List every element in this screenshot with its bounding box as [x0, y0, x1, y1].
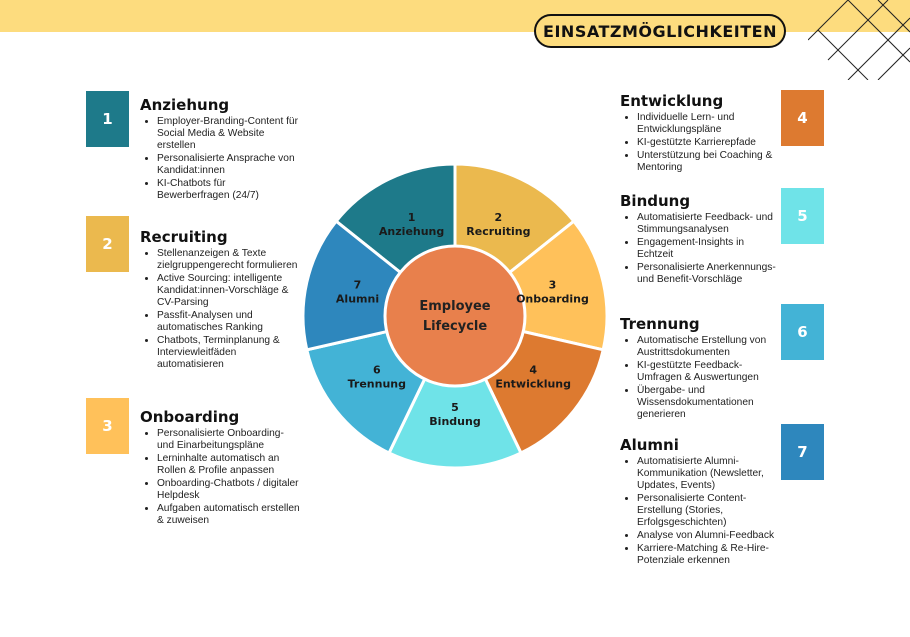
list-item: Lerninhalte automatisch an Rollen & Prof… [157, 453, 300, 477]
wheel-label-6: Trennung [348, 377, 406, 390]
section-anziehung: Anziehung Employer-Branding-Content für … [140, 96, 300, 203]
wheel-label-5: Bindung [429, 415, 480, 428]
section-entwicklung: Entwicklung Individuelle Lern- und Entwi… [620, 92, 780, 175]
item-list: Individuelle Lern- und Entwicklungspläne… [620, 112, 780, 174]
section-trennung: Trennung Automatische Erstellung von Aus… [620, 315, 780, 422]
list-item: Personalisierte Content-Erstellung (Stor… [637, 493, 780, 529]
wheel-label-1: Anziehung [379, 225, 444, 238]
wheel-segment-5 [387, 312, 523, 470]
list-item: Automatische Erstellung von Austrittsdok… [637, 335, 780, 359]
list-item: Passfit-Analysen und automatisches Ranki… [157, 310, 300, 334]
list-item: Chatbots, Terminplanung & Interviewleitf… [157, 335, 300, 371]
wheel-number-5: 5 [451, 401, 459, 414]
list-item: Personalisierte Onboarding- und Einarbei… [157, 428, 300, 452]
wheel-center [383, 244, 527, 388]
section-title: Anziehung [140, 96, 230, 114]
section-onboarding: Onboarding Personalisierte Onboarding- u… [140, 408, 300, 528]
badge-4: 4 [781, 90, 824, 146]
item-list: Automatische Erstellung von Austrittsdok… [620, 335, 780, 421]
list-item: Individuelle Lern- und Entwicklungspläne [637, 112, 780, 136]
section-title: Trennung [620, 315, 700, 333]
item-list: Employer-Branding-Content für Social Med… [140, 116, 300, 202]
list-item: Unterstützung bei Coaching & Mentoring [637, 150, 780, 174]
list-item: Engagement-Insights in Echtzeit [637, 237, 780, 261]
item-list: Stellenanzeigen & Texte zielgruppengerec… [140, 248, 300, 371]
badge-3: 3 [86, 398, 129, 454]
list-item: Stellenanzeigen & Texte zielgruppengerec… [157, 248, 300, 272]
section-title: Bindung [620, 192, 691, 210]
wheel-number-2: 2 [495, 211, 503, 224]
list-item: Personalisierte Ansprache von Kandidat:i… [157, 153, 300, 177]
item-list: Automatisierte Alumni-Kommunikation (New… [620, 456, 780, 567]
list-item: Personalisierte Anerkennungs- und Benefi… [637, 262, 780, 286]
wheel-number-1: 1 [408, 211, 416, 224]
wheel-label-4: Entwicklung [495, 377, 571, 390]
list-item: Automatisierte Alumni-Kommunikation (New… [637, 456, 780, 492]
section-title: Alumni [620, 436, 679, 454]
center-label-line2: Lifecycle [423, 319, 488, 334]
wheel-label-3: Onboarding [516, 293, 589, 306]
list-item: Onboarding-Chatbots / digitaler Helpdesk [157, 478, 300, 502]
wheel-label-7: Alumni [336, 293, 379, 306]
wheel-number-4: 4 [529, 363, 537, 376]
list-item: KI-gestützte Feedback-Umfragen & Auswert… [637, 360, 780, 384]
badge-6: 6 [781, 304, 824, 360]
list-item: KI-Chatbots für Bewerberfragen (24/7) [157, 178, 300, 202]
badge-2: 2 [86, 216, 129, 272]
wheel-label-2: Recruiting [466, 225, 530, 238]
section-title: Recruiting [140, 228, 228, 246]
list-item: Active Sourcing: intelligente Kandidat:i… [157, 273, 300, 309]
list-item: Automatisierte Feedback- und Stimmungsan… [637, 212, 780, 236]
section-recruiting: Recruiting Stellenanzeigen & Texte zielg… [140, 228, 300, 372]
list-item: Übergabe- und Wissensdokumentationen gen… [637, 385, 780, 421]
section-alumni: Alumni Automatisierte Alumni-Kommunikati… [620, 436, 780, 568]
page-title: EINSATZMÖGLICHKEITEN [534, 14, 786, 48]
diamond-pattern-decoration [808, 0, 910, 80]
list-item: Analyse von Alumni-Feedback [637, 530, 780, 542]
item-list: Automatisierte Feedback- und Stimmungsan… [620, 212, 780, 286]
item-list: Personalisierte Onboarding- und Einarbei… [140, 428, 300, 527]
section-title: Onboarding [140, 408, 240, 426]
badge-7: 7 [781, 424, 824, 480]
list-item: Karriere-Matching & Re-Hire-Potenziale e… [637, 543, 780, 567]
badge-5: 5 [781, 188, 824, 244]
wheel-number-3: 3 [549, 279, 557, 292]
list-item: Employer-Branding-Content für Social Med… [157, 116, 300, 152]
list-item: Aufgaben automatisch erstellen & zuweise… [157, 503, 300, 527]
badge-1: 1 [86, 91, 129, 147]
list-item: KI-gestützte Karrierepfade [637, 137, 780, 149]
center-label-line1: Employee [419, 299, 490, 314]
section-title: Entwicklung [620, 92, 724, 110]
wheel-number-7: 7 [354, 279, 362, 292]
wheel-number-6: 6 [373, 363, 381, 376]
section-bindung: Bindung Automatisierte Feedback- und Sti… [620, 192, 780, 287]
